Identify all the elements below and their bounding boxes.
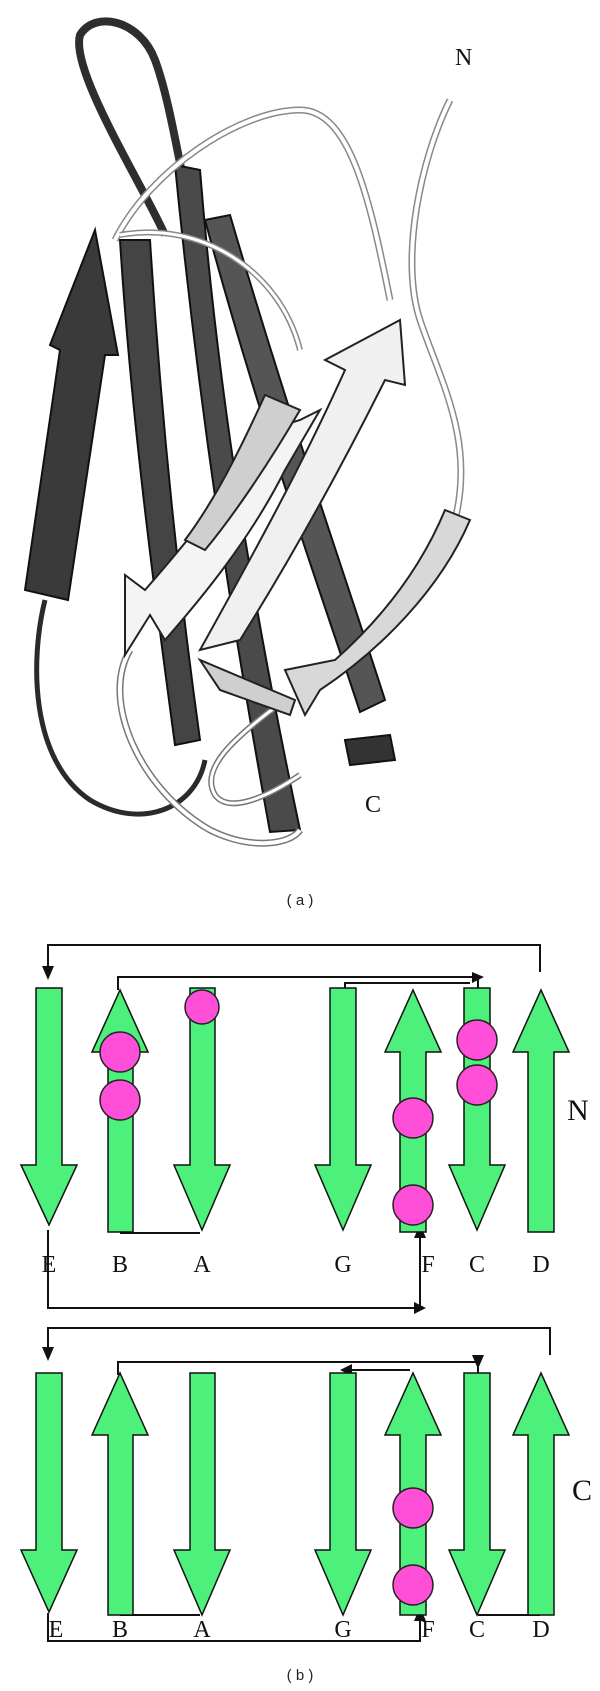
strand-label-d-bottom: D <box>532 1617 549 1643</box>
arrowhead-c-top <box>472 972 484 983</box>
strand-d-top <box>511 988 571 1233</box>
marker-c-2 <box>456 1064 498 1106</box>
marker-b-1 <box>99 1031 141 1073</box>
connector-b-c-top <box>117 976 479 990</box>
ribbon-white-loop-lower-inner <box>209 698 301 805</box>
connector-e-f-top <box>47 1230 421 1309</box>
terminus-label-top: N <box>567 1094 589 1127</box>
strand-labels-top: E B A G F C D <box>42 1252 550 1278</box>
panel-a-caption: ( a ) <box>287 892 314 909</box>
ribbon-light-arrow-3 <box>283 508 472 718</box>
ribbon-white-loop-bottom-inner <box>118 648 302 846</box>
arrowhead-e-bottom <box>42 1347 54 1361</box>
strand-label-g-bottom: G <box>334 1617 351 1643</box>
strand-label-e-bottom: E <box>49 1617 64 1643</box>
marker-f-2 <box>392 1184 434 1226</box>
strand-label-a-bottom: A <box>193 1617 211 1643</box>
connector-g-c-top <box>344 982 470 990</box>
strand-e-bottom <box>19 1372 79 1614</box>
strand-c-bottom <box>447 1372 507 1617</box>
ribbon-white-loop-top-inner <box>113 107 392 301</box>
strand-label-c-top: C <box>469 1252 485 1278</box>
marker-f-1 <box>392 1097 434 1139</box>
connector-e-d-top <box>47 944 541 972</box>
strand-label-f-top: F <box>421 1252 434 1278</box>
arrowhead-e-top <box>42 966 54 980</box>
panel-b-caption: ( b ) <box>287 1667 314 1684</box>
strand-b-bottom <box>90 1371 150 1616</box>
ribbon-white-loop-n <box>408 98 465 521</box>
arrowhead-a-top <box>414 1302 426 1314</box>
strand-g-bottom <box>313 1372 373 1617</box>
markers-bottom <box>392 1487 434 1606</box>
marker-b-2 <box>99 1079 141 1121</box>
strands-bottom <box>19 1371 571 1617</box>
marker-a-1 <box>184 989 220 1025</box>
ribbon-light-band-2 <box>197 657 297 717</box>
connector-b-c-bottom <box>117 1361 479 1375</box>
ribbon-white-loop-n-inner <box>410 99 463 521</box>
ribbon-dark-strand-1 <box>23 226 120 602</box>
strand-label-c-bottom: C <box>469 1617 485 1643</box>
strand-a-bottom <box>172 1372 232 1617</box>
panel-a-label-c: C <box>365 792 381 818</box>
strand-labels-bottom: E B A G F C D <box>49 1617 550 1643</box>
topology-diagram-top <box>47 944 541 1309</box>
marker-f-bottom-2 <box>392 1564 434 1606</box>
strand-e-top <box>19 987 79 1227</box>
markers-top <box>99 989 498 1226</box>
connector-g-f-bottom <box>347 1369 410 1375</box>
ribbon-white-arrow-2 <box>198 318 407 652</box>
marker-f-bottom-1 <box>392 1487 434 1529</box>
ribbon-top-loop <box>75 17 194 237</box>
protein-ribbon-structure <box>23 17 472 847</box>
ribbon-white-loop-mid-inner <box>119 230 302 351</box>
connector-e-d-bottom <box>47 1327 551 1355</box>
strand-label-a-top: A <box>193 1252 211 1278</box>
connector-e-f-bottom <box>47 1613 421 1642</box>
terminus-label-bottom: C <box>572 1474 592 1507</box>
strand-label-e-top: E <box>42 1252 57 1278</box>
strand-label-g-top: G <box>334 1252 351 1278</box>
panel-a-label-n: N <box>455 45 472 71</box>
ribbon-bottom-loop <box>34 599 208 817</box>
strand-d-bottom <box>511 1371 571 1616</box>
strand-g-top <box>313 987 373 1232</box>
strand-label-b-bottom: B <box>112 1617 128 1643</box>
marker-c-1 <box>456 1019 498 1061</box>
strands-top <box>19 987 571 1233</box>
strand-label-f-bottom: F <box>421 1617 434 1643</box>
ribbon-dark-end <box>343 733 397 767</box>
arrowhead-c-bottom <box>472 1355 484 1369</box>
ribbon-dark-strand-2 <box>118 239 202 747</box>
strand-c-top <box>447 987 507 1232</box>
ribbon-light-band-1 <box>183 393 302 552</box>
strand-label-d-top: D <box>532 1252 549 1278</box>
strand-label-b-top: B <box>112 1252 128 1278</box>
